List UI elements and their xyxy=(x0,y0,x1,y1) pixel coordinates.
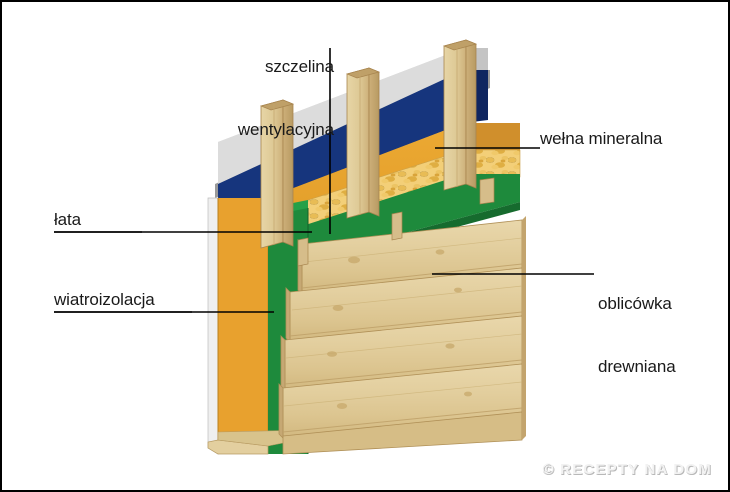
label-vent-gap-line1: szczelina xyxy=(264,57,334,76)
label-wind-barrier: wiatroizolacja xyxy=(54,290,155,309)
label-cladding: oblicówka drewniana xyxy=(598,251,728,419)
label-vent-gap: szczelina wentylacyjna xyxy=(182,14,334,182)
label-batten: łata xyxy=(54,210,82,229)
label-mineral-wool: wełna mineralna xyxy=(540,129,663,148)
label-cladding-line2: drewniana xyxy=(598,357,676,376)
label-cladding-line1: oblicówka xyxy=(598,294,672,313)
label-vent-gap-line2: wentylacyjna xyxy=(237,120,334,139)
watermark: © RECEPTY NA DOM xyxy=(542,461,712,478)
